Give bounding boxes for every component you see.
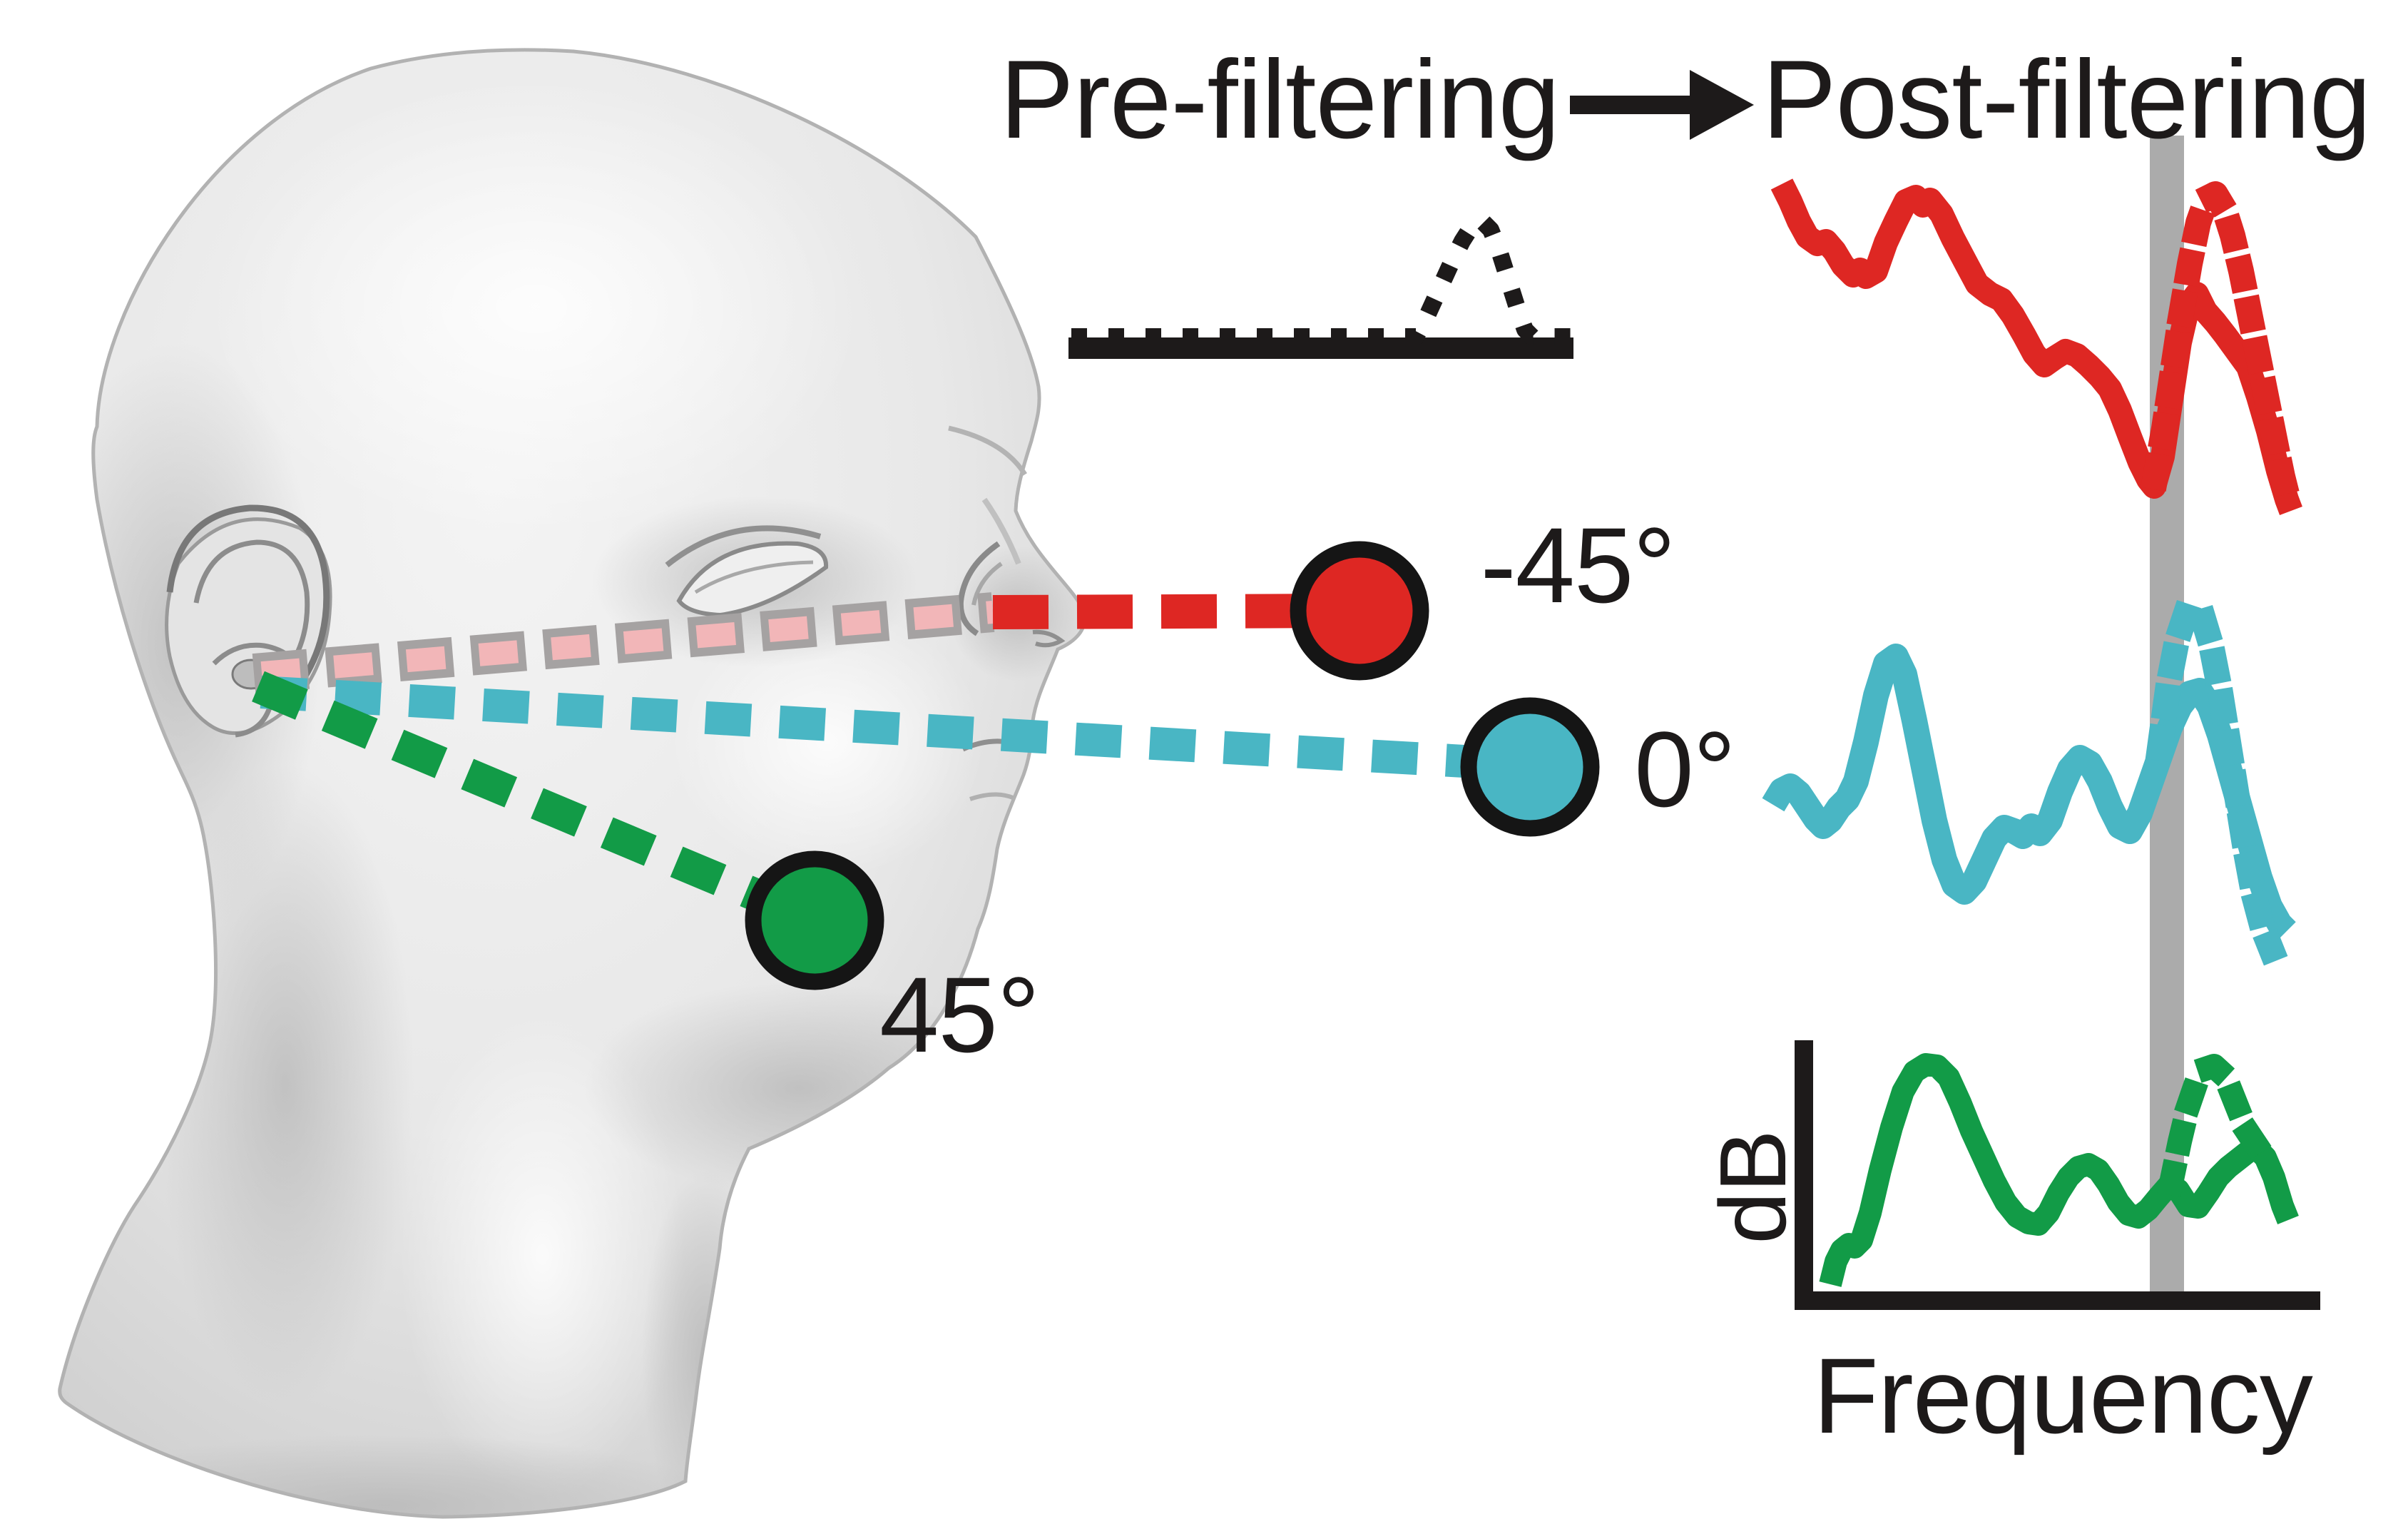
source-line-zero <box>260 676 1528 781</box>
arrow-icon <box>1570 70 1754 140</box>
angle-label-zero: 0° <box>1634 709 1735 829</box>
prefilter-spectrum-dotted <box>1071 213 1571 345</box>
spectrum-plus45-solid <box>1819 1053 2299 1287</box>
head-illustration <box>36 50 1085 1524</box>
near-eye <box>957 541 1001 636</box>
spectrum-zero-dotted <box>2145 594 2288 966</box>
spectrum-plus45-dotted <box>2156 1054 2277 1198</box>
source-marker-minus45 <box>1290 541 1429 681</box>
spectrum-zero-solid <box>1762 644 2296 940</box>
angle-label-plus45: 45° <box>879 955 1040 1075</box>
db-axis-label: dB <box>1700 1130 1805 1244</box>
nostril <box>1032 629 1066 648</box>
y-axis <box>1795 1040 1813 1310</box>
face-features <box>665 425 1066 801</box>
far-eyebrow <box>665 525 822 568</box>
source-line-minus45-occluded <box>252 601 994 685</box>
source-marker-zero <box>1460 697 1600 837</box>
frequency-axis-label: Frequency <box>1813 1336 2313 1456</box>
post-filtering-label: Post-filtering <box>1762 38 2372 162</box>
angle-label-minus45: -45° <box>1480 505 1676 625</box>
spectrum-minus45-solid <box>1770 178 2302 515</box>
x-axis <box>1795 1291 2320 1310</box>
spectrum-axes <box>1795 1040 2320 1310</box>
spectrum-minus45-dotted <box>2141 181 2304 515</box>
far-eye <box>676 541 829 618</box>
source-marker-plus45 <box>745 850 884 990</box>
source-line-plus45 <box>252 671 820 935</box>
pre-filtering-label: Pre-filtering <box>999 38 1561 162</box>
